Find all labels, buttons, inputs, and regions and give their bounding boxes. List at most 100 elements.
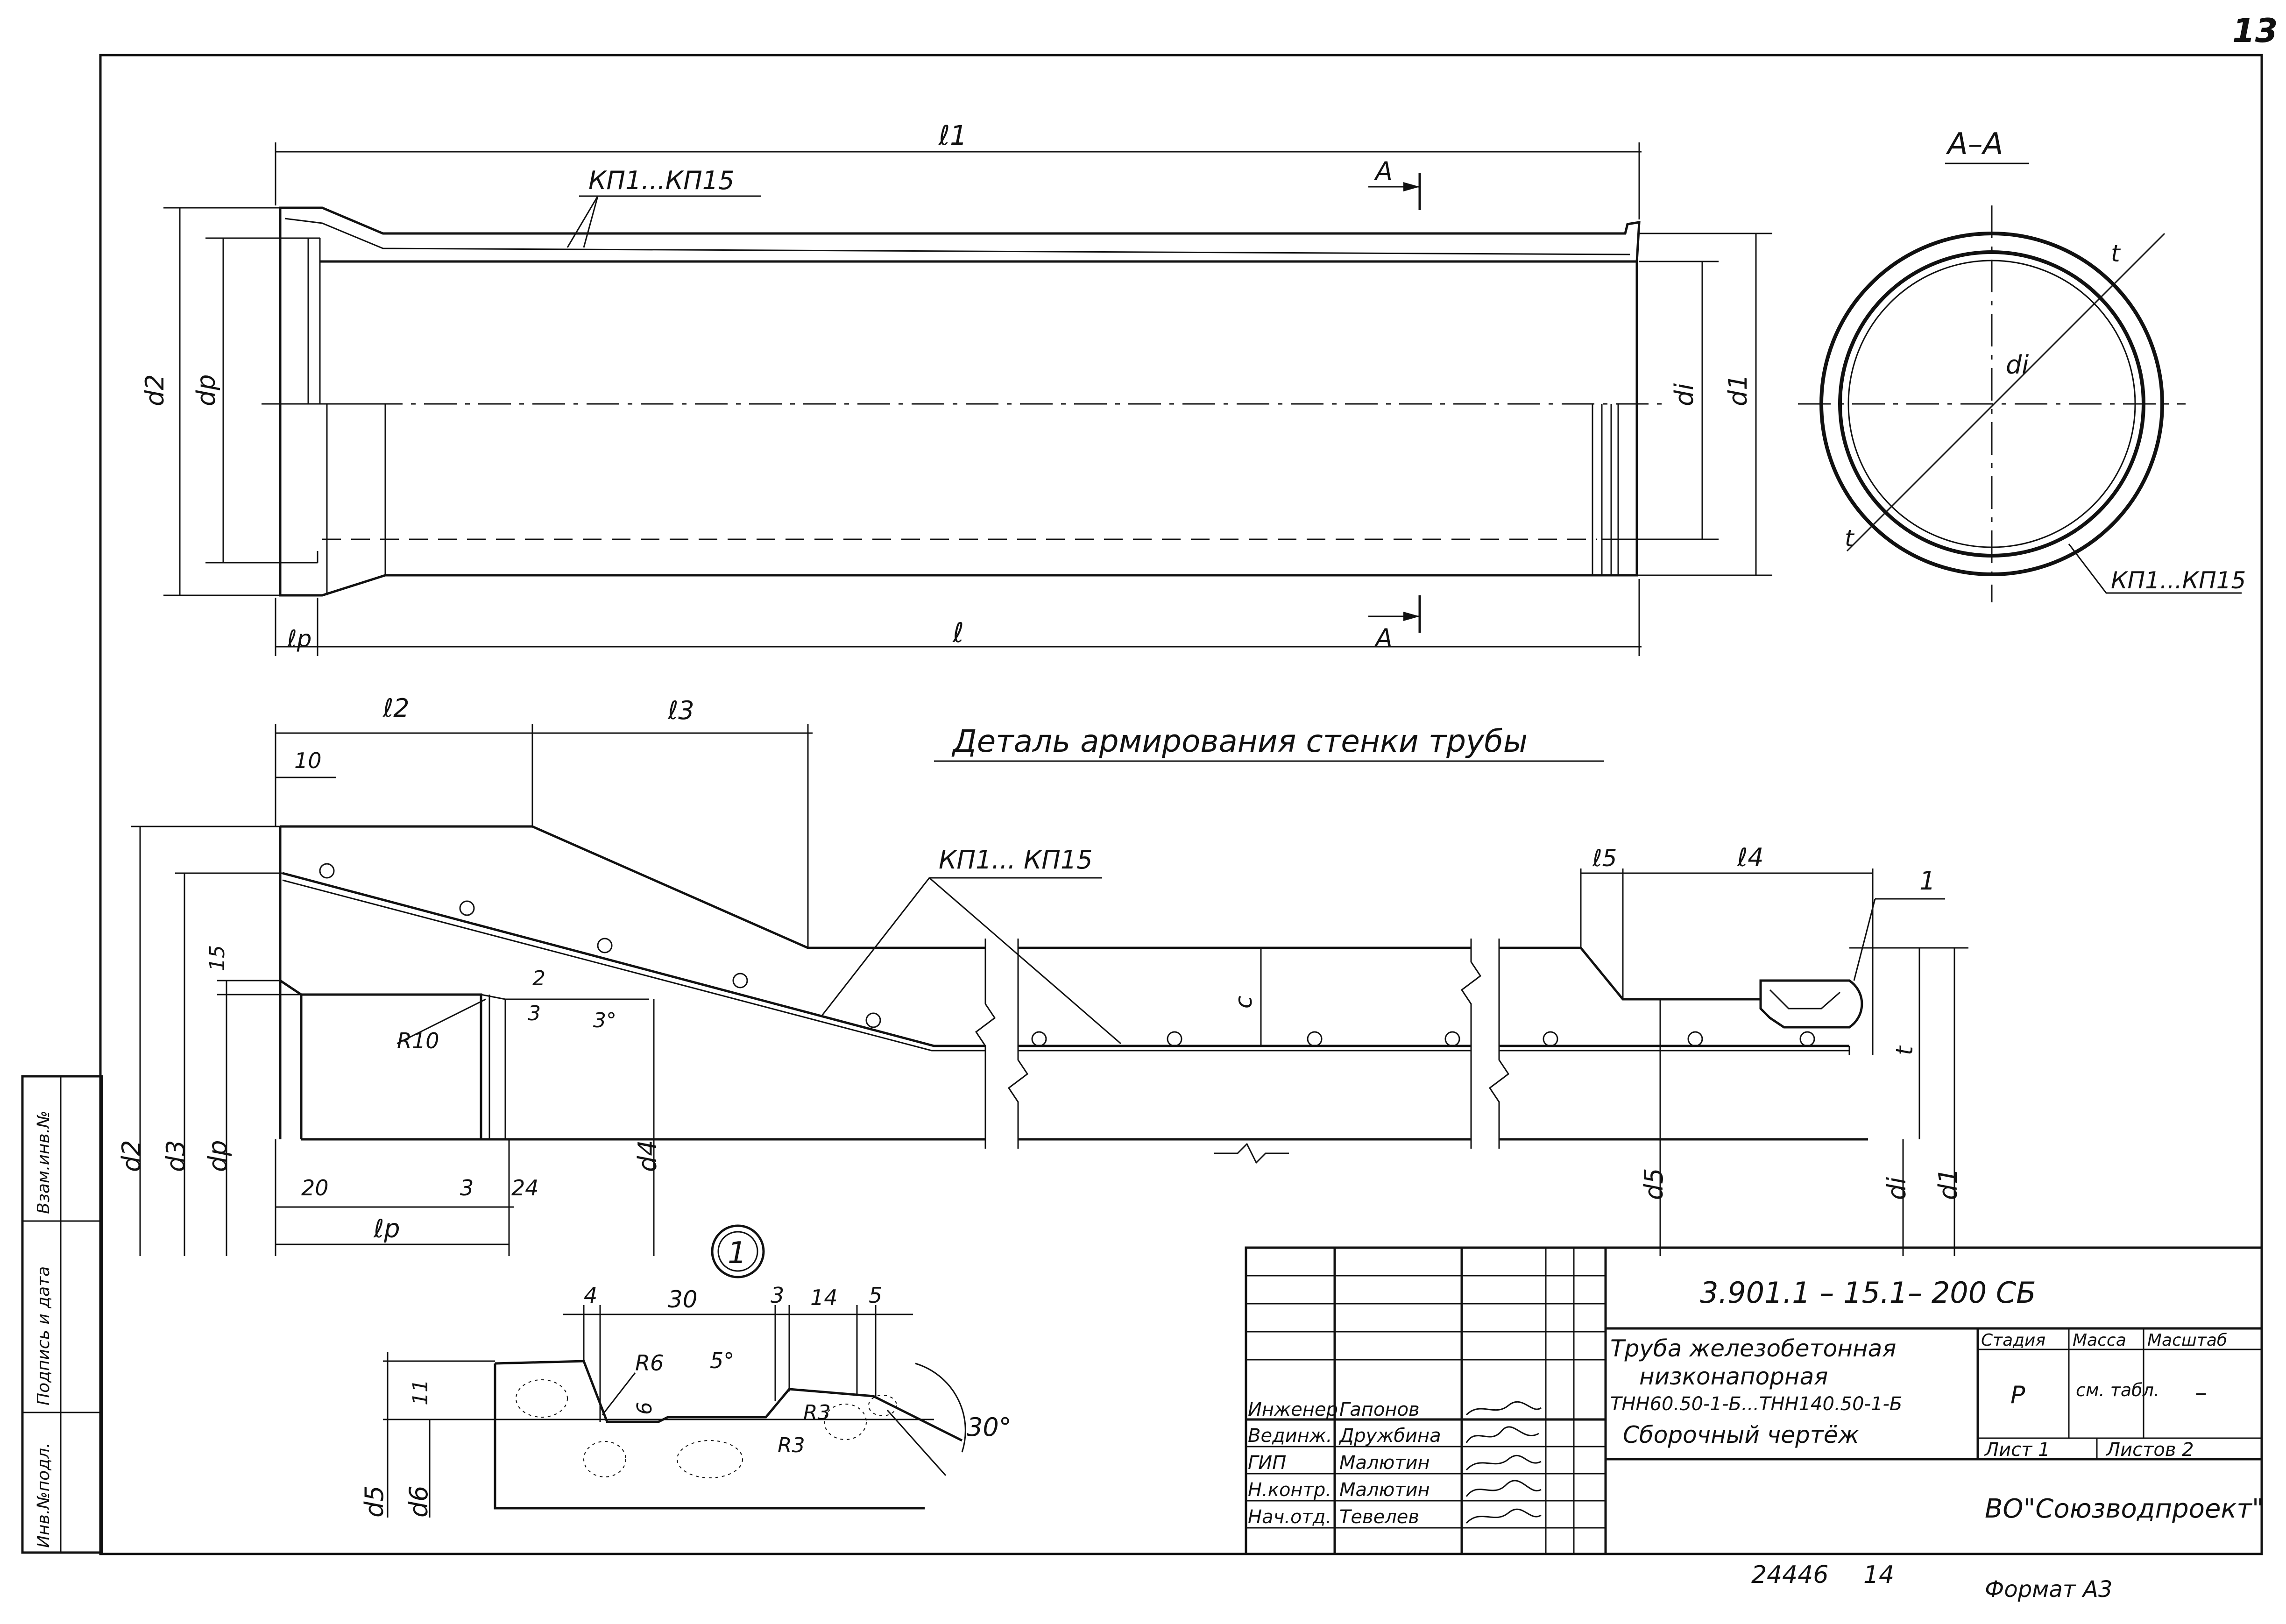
sec-t-bottom: t: [1845, 525, 1855, 552]
dim-d4: d4: [633, 1140, 662, 1172]
dim-dp-detail: dp: [203, 1140, 233, 1172]
g-dim-11: 11: [409, 1379, 432, 1405]
dim-2: 2: [532, 967, 545, 990]
stamp-replace: Взам.инв.№: [34, 1110, 53, 1214]
dim-3a: 3: [528, 1002, 541, 1025]
wall-detail-dimensions: ℓ2 ℓ3 10 d2 d3 dp 15 d4 2 3 3° 20 3 24 ℓ…: [117, 693, 1968, 1256]
g-ang30: 30°: [967, 1412, 1012, 1442]
name-line-0: Труба железобетонная: [1610, 1335, 1896, 1362]
dim-d2: d2: [140, 374, 170, 406]
section-title: А–А: [1946, 127, 2003, 162]
side-stamp: Инв.№подл. Подпись и дата Взам.инв.№: [21, 1075, 103, 1554]
g-dim-d6: d6: [404, 1485, 433, 1518]
name-4: Тевелев: [1339, 1506, 1419, 1528]
dim-di-detail: di: [1882, 1177, 1911, 1200]
g-dim-4: 4: [584, 1283, 597, 1308]
stamp-sign: Подпись и дата: [34, 1266, 53, 1405]
g-ang5: 5°: [710, 1348, 734, 1373]
section-aa: А–А di t t КП1...КП15: [1798, 127, 2246, 602]
doc-code: 3.901.1 – 15.1– 200 СБ: [1700, 1276, 2036, 1310]
kp-label-top: КП1...КП15: [588, 166, 734, 195]
role-3: Н.контр.: [1248, 1479, 1331, 1501]
dim-l1: ℓ1: [938, 120, 967, 151]
scale-value: –: [2195, 1379, 2207, 1407]
callout-number: 1: [728, 1236, 747, 1271]
dim-c: c: [1230, 996, 1257, 1009]
role-1: Вединж.: [1248, 1425, 1332, 1447]
g-dim-5: 5: [869, 1283, 882, 1308]
dim-l4: ℓ4: [1737, 843, 1764, 872]
pipe-view: А А КП1...КП15: [262, 156, 1663, 653]
kp-label-section: КП1...КП15: [2111, 567, 2246, 594]
detail-title: Деталь армирования стенки трубы: [951, 723, 1528, 759]
name-line-2: ТНН60.50-1-Б...ТНН140.50-1-Б: [1610, 1393, 1902, 1415]
dim-d2-detail: d2: [117, 1140, 146, 1172]
g-dim-14: 14: [810, 1285, 838, 1310]
sheets-label: Листов 2: [2105, 1439, 2194, 1461]
name-3: Малютин: [1339, 1479, 1430, 1501]
g-dim-d5: d5: [360, 1485, 389, 1518]
pos-1: 1: [1919, 866, 1935, 896]
sheet-label: Лист 1: [1984, 1439, 2050, 1461]
concrete-hatch: [516, 1379, 897, 1478]
dim-10: 10: [294, 748, 322, 773]
dim-lp-detail: ℓp: [373, 1214, 400, 1243]
dim-24: 24: [511, 1175, 539, 1200]
dim-15: 15: [205, 945, 229, 971]
pipe-view-dimensions: ℓ1 ℓ ℓp d2 dp di d1: [140, 120, 1772, 656]
mass-header: Масса: [2073, 1331, 2126, 1350]
wall-detail: Деталь армирования стенки трубы: [279, 723, 1945, 1164]
role-0: Инженер: [1248, 1399, 1338, 1420]
rebar-marks: [319, 863, 1815, 1047]
bottom-num: 14: [1863, 1561, 1894, 1589]
dim-d1: d1: [1723, 374, 1753, 406]
groove-detail: 1 4 30 3 14 5 11 6 d5 d6 R6 5° R3 R3 30°: [360, 1224, 1012, 1518]
stamp-inv: Инв.№подл.: [34, 1443, 53, 1548]
bottom-code: 24446: [1751, 1561, 1828, 1589]
sheet-frame: [99, 54, 2263, 1555]
r10-label: R10: [397, 1028, 439, 1053]
name-2: Малютин: [1339, 1452, 1430, 1474]
ang-3deg: 3°: [593, 1009, 616, 1032]
name-0: Гапонов: [1339, 1399, 1420, 1420]
section-mark-bottom: А: [1374, 623, 1393, 653]
title-block: Инженер Гапонов Вединж. Дружбина ГИП Мал…: [1245, 1246, 2264, 1555]
name-1: Дружбина: [1338, 1425, 1441, 1447]
name-line-3: Сборочный чертёж: [1623, 1421, 1859, 1448]
role-4: Нач.отд.: [1248, 1506, 1331, 1528]
dim-l: ℓ: [952, 617, 964, 649]
g-dim-3: 3: [771, 1283, 784, 1308]
dim-20: 20: [301, 1175, 329, 1200]
scale-header: Масштаб: [2147, 1331, 2227, 1350]
dim-lp: ℓp: [287, 625, 311, 652]
mass-value: см. табл.: [2076, 1380, 2159, 1400]
role-2: ГИП: [1248, 1452, 1286, 1474]
dim-l2: ℓ2: [382, 693, 410, 723]
sec-t-top: t: [2111, 240, 2121, 267]
signatures: [1465, 1401, 1542, 1524]
page-number: 13: [2232, 12, 2278, 50]
g-dim-6: 6: [633, 1402, 657, 1415]
g-r6: R6: [635, 1350, 664, 1376]
dim-d5-detail: d5: [1639, 1168, 1669, 1200]
stage-header: Стадия: [1981, 1331, 2045, 1350]
dim-3b: 3: [460, 1175, 474, 1200]
org-name: ВО"Союзводпроект": [1985, 1494, 2264, 1524]
section-mark-top: А: [1374, 156, 1393, 186]
name-line-1: низконапорная: [1639, 1363, 1828, 1390]
stage-value: Р: [2010, 1381, 2025, 1409]
format-label: Формат А3: [1985, 1576, 2112, 1603]
dim-t-detail: t: [1891, 1045, 1918, 1055]
dim-d1-detail: d1: [1933, 1168, 1963, 1200]
dim-di: di: [1670, 383, 1699, 406]
dim-d3: d3: [161, 1140, 191, 1172]
dim-dp: dp: [191, 374, 221, 406]
sec-di: di: [2006, 350, 2029, 380]
g-r3a: R3: [803, 1401, 831, 1425]
dim-l5: ℓ5: [1592, 845, 1617, 872]
g-dim-30: 30: [668, 1286, 698, 1313]
dim-l3: ℓ3: [667, 696, 694, 725]
g-r3b: R3: [778, 1433, 805, 1457]
